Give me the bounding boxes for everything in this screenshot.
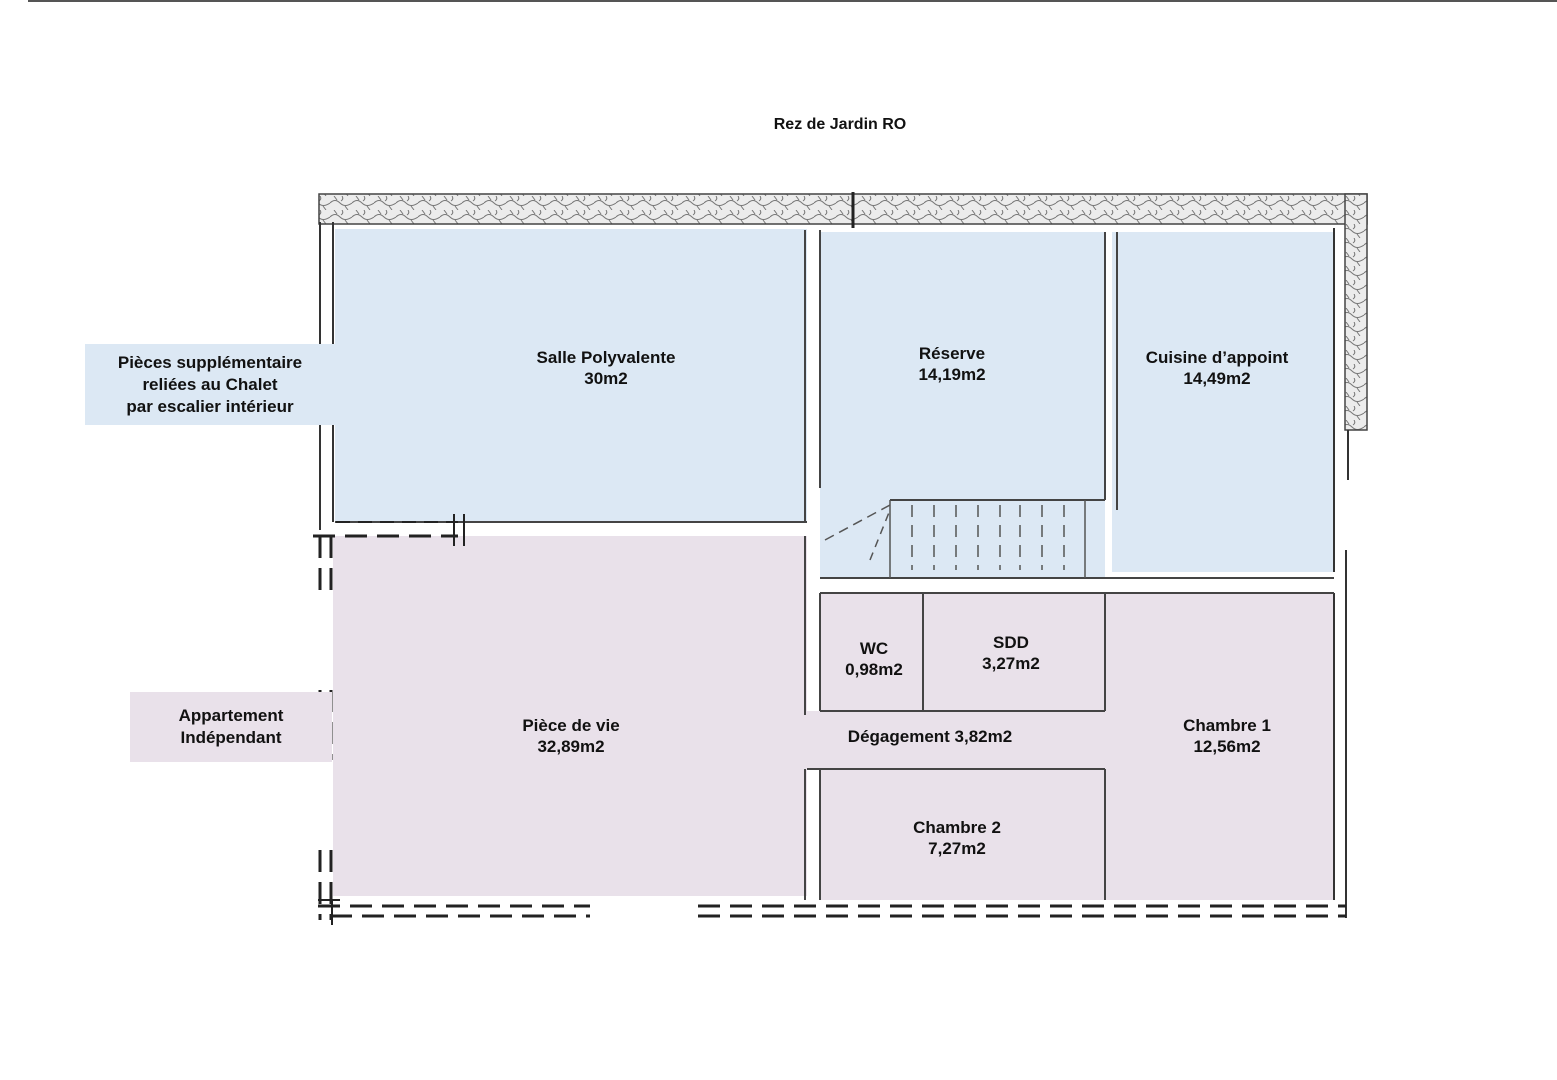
room-area: 32,89m2: [537, 737, 605, 756]
room-area: 30m2: [584, 369, 628, 388]
zone-degagement: [807, 711, 1105, 769]
room-name: Salle Polyvalente: [536, 348, 676, 367]
stair-steps: [911, 505, 1065, 570]
room-label-piece-de-vie: Pièce de vie 32,89m2: [522, 715, 619, 757]
room-area: 0,98m2: [845, 660, 903, 679]
side-label-line-1: Pièces supplémentaire: [117, 352, 303, 372]
room-label-sdd: SDD 3,27m2: [982, 632, 1040, 674]
room-label-cuisine: Cuisine d’appoint 14,49m2: [1146, 347, 1289, 389]
room-area: 14,49m2: [1183, 369, 1251, 388]
room-name: SDD: [993, 633, 1029, 652]
zone-salle-polyvalente: [335, 229, 807, 522]
room-name: Dégagement 3,82m2: [847, 727, 1013, 746]
side-label-line-3: par escalier intérieur: [126, 396, 294, 416]
zone-sdd: [923, 593, 1105, 711]
room-name: Cuisine d’appoint: [1145, 348, 1289, 367]
side-label-chalet-rooms: Pièces supplémentaire reliées au Chalet …: [85, 344, 335, 425]
stone-wall-top: [318, 193, 1368, 225]
zone-reserve: [820, 232, 1105, 578]
room-name: Pièce de vie: [522, 716, 620, 735]
room-label-salle-polyvalente: Salle Polyvalente 30m2: [537, 347, 676, 389]
room-area: 7,27m2: [928, 839, 986, 858]
zone-piece-de-vie: [333, 536, 807, 896]
plan-title: Rez de Jardin RO: [773, 116, 907, 133]
side-label-line-2: Indépendant: [180, 728, 282, 747]
room-name: Réserve: [918, 344, 986, 363]
top-border-line: [28, 0, 1557, 2]
room-name: Chambre 2: [913, 818, 1001, 837]
room-area: 14,19m2: [918, 365, 986, 384]
zone-cuisine: [1112, 232, 1334, 572]
side-label-apartment: Appartement Indépendant: [130, 692, 332, 762]
stone-wall-right: [1344, 193, 1368, 431]
room-area: 3,27m2: [982, 654, 1040, 673]
zone-chambre2: [820, 769, 1105, 900]
side-label-line-2: reliées au Chalet: [142, 374, 278, 394]
room-area: 12,56m2: [1193, 737, 1261, 756]
room-label-reserve: Réserve 14,19m2: [918, 343, 985, 385]
side-label-line-1: Appartement: [178, 706, 284, 725]
room-name: WC: [859, 639, 889, 658]
room-label-degagement: Dégagement 3,82m2: [848, 726, 1012, 747]
room-label-chambre1: Chambre 1 12,56m2: [1183, 715, 1271, 757]
zone-chambre1: [1105, 593, 1334, 900]
zone-wc: [820, 593, 923, 711]
room-label-wc: WC 0,98m2: [845, 638, 903, 680]
room-name: Chambre 1: [1183, 716, 1271, 735]
room-label-chambre2: Chambre 2 7,27m2: [913, 817, 1001, 859]
